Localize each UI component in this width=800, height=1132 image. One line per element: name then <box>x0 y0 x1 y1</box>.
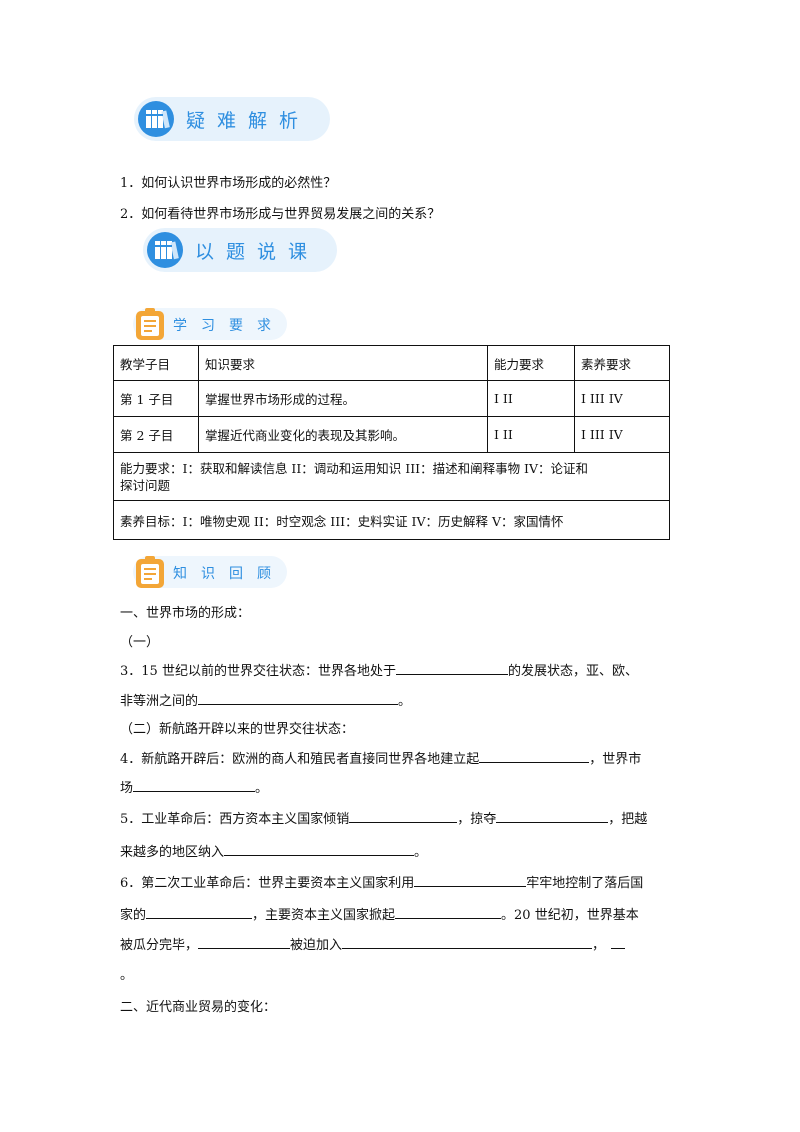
question-6-line-3: 被瓜分完毕，被迫加入， <box>120 934 626 953</box>
banner-title: 以题说课 <box>195 241 320 263</box>
literacy-note-row: 素养目标：I：唯物史观 II：时空观念 III：史料实证 IV：历史解释 V：家… <box>113 500 670 540</box>
heading-world-market: 一、世界市场的形成： <box>120 606 251 621</box>
question-2: 2．如何看待世界市场形成与世界贸易发展之间的关系？ <box>120 207 441 222</box>
answer-blank[interactable] <box>414 872 527 887</box>
banner-topic-lesson: 以题说课 <box>143 228 337 272</box>
answer-blank[interactable] <box>349 808 458 823</box>
answer-blank[interactable] <box>198 934 291 949</box>
question-4-line-1: 4．新航路开辟后：欧洲的商人和殖民者直接同世界各地建立起，世界市 <box>120 748 641 767</box>
question-6-line-2: 家的，主要资本主义国家掀起。20 世纪初，世界基本 <box>120 904 639 923</box>
answer-blank[interactable] <box>133 777 256 792</box>
question-6-line-1: 6．第二次工业革命后：世界主要资本主义国家利用牢牢地控制了落后国 <box>120 872 643 891</box>
question-6-line-4: 。 <box>120 968 134 983</box>
books-icon <box>147 232 183 268</box>
subheading-2: （二）新航路开辟以来的世界交往状态： <box>120 722 355 737</box>
answer-blank[interactable] <box>395 660 508 675</box>
requirements-table: 教学子目 知识要求 能力要求 素养要求 第 1 子目 掌握世界市场形成的过程。 … <box>113 345 670 540</box>
subheading-1: （一） <box>120 635 160 650</box>
answer-blank[interactable] <box>479 748 590 763</box>
answer-blank[interactable] <box>198 690 399 705</box>
table-row: 第 1 子目 掌握世界市场形成的过程。 I II I III IV <box>113 380 670 417</box>
table-cell: I III IV <box>574 380 670 417</box>
answer-blank[interactable] <box>146 904 253 919</box>
question-3-line-2: 非等洲之间的。 <box>120 690 411 709</box>
table-header-row: 教学子目 知识要求 能力要求 素养要求 <box>113 345 670 381</box>
ability-note-row: 能力要求：I：获取和解读信息 II：调动和运用知识 III：描述和阐释事物 IV… <box>113 452 670 501</box>
question-5-line-2: 来越多的地区纳入。 <box>120 841 427 860</box>
question-1: 1．如何认识世界市场形成的必然性？ <box>120 176 337 191</box>
table-cell: I II <box>487 416 575 453</box>
header-cell: 素养要求 <box>574 345 670 381</box>
question-3-line-1: 3．15 世纪以前的世界交往状态：世界各地处于的发展状态，亚、欧、 <box>120 660 638 679</box>
section-title: 知识回顾 <box>173 566 285 582</box>
question-4-line-2: 场。 <box>120 777 268 796</box>
section-study-requirements: 学习要求 <box>133 308 287 340</box>
table-row: 第 2 子目 掌握近代商业变化的表现及其影响。 I II I III IV <box>113 416 670 453</box>
answer-blank[interactable] <box>611 934 626 949</box>
table-cell: I III IV <box>574 416 670 453</box>
answer-blank[interactable] <box>224 841 415 856</box>
header-cell: 知识要求 <box>198 345 488 381</box>
section-title: 学习要求 <box>173 318 285 334</box>
table-cell: 掌握世界市场形成的过程。 <box>198 380 488 417</box>
header-cell: 教学子目 <box>113 345 199 381</box>
table-cell: 掌握近代商业变化的表现及其影响。 <box>198 416 488 453</box>
table-cell: I II <box>487 380 575 417</box>
banner-title: 疑难解析 <box>186 110 311 132</box>
header-cell: 能力要求 <box>487 345 575 381</box>
books-icon <box>138 101 174 137</box>
clipboard-icon <box>136 556 164 588</box>
section-knowledge-review: 知识回顾 <box>133 556 287 588</box>
heading-commerce-changes: 二、近代商业贸易的变化： <box>120 1000 277 1015</box>
answer-blank[interactable] <box>496 808 609 823</box>
table-cell: 第 2 子目 <box>113 416 199 453</box>
ability-note: 能力要求：I：获取和解读信息 II：调动和运用知识 III：描述和阐释事物 IV… <box>120 460 589 476</box>
literacy-note: 素养目标：I：唯物史观 II：时空观念 III：史料实证 IV：历史解释 V：家… <box>113 500 670 540</box>
answer-blank[interactable] <box>395 904 502 919</box>
banner-difficulty-analysis: 疑难解析 <box>134 97 330 141</box>
question-5-line-1: 5．工业革命后：西方资本主义国家倾销，掠夺，把越 <box>120 808 647 827</box>
ability-note-cont: 探讨问题 <box>120 477 171 493</box>
table-cell: 第 1 子目 <box>113 380 199 417</box>
clipboard-icon <box>136 308 164 340</box>
answer-blank[interactable] <box>342 934 593 949</box>
